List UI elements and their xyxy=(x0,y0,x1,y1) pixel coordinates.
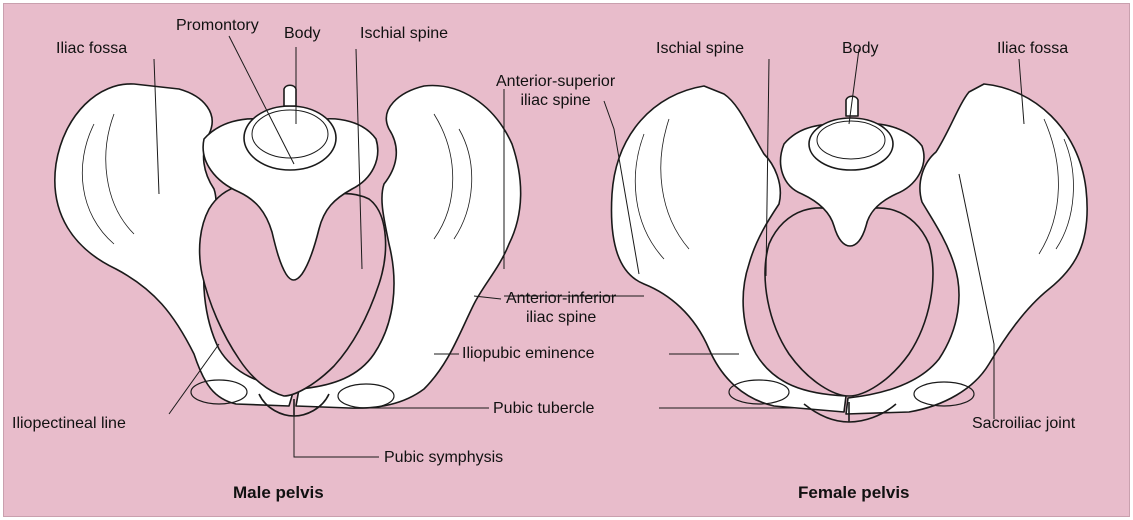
label-iliac-fossa-male: Iliac fossa xyxy=(56,39,127,58)
label-promontory: Promontory xyxy=(176,16,259,35)
caption-female-pelvis: Female pelvis xyxy=(798,483,910,502)
female-vertebral-body xyxy=(809,118,893,170)
male-vertebral-body xyxy=(244,106,336,170)
label-sacroiliac-joint: Sacroiliac joint xyxy=(972,414,1075,433)
label-iliac-fossa-female: Iliac fossa xyxy=(997,39,1068,58)
label-body-female: Body xyxy=(842,39,878,58)
figure-panel: Iliac fossa Promontory Body Ischial spin… xyxy=(3,3,1130,517)
male-pelvis-drawing xyxy=(55,84,521,416)
label-anterior-inferior-iliac-spine: Anterior-inferior iliac spine xyxy=(506,289,616,327)
label-iliopectineal-line: Iliopectineal line xyxy=(12,414,126,433)
label-ischial-spine-male: Ischial spine xyxy=(360,24,448,43)
caption-male-pelvis: Male pelvis xyxy=(233,483,324,502)
label-pubic-symphysis: Pubic symphysis xyxy=(384,448,503,467)
label-iliopubic-eminence: Iliopubic eminence xyxy=(462,344,595,363)
female-pelvis-drawing xyxy=(611,84,1087,422)
label-body-male: Body xyxy=(284,24,320,43)
label-pubic-tubercle: Pubic tubercle xyxy=(493,399,594,418)
label-ischial-spine-female: Ischial spine xyxy=(656,39,744,58)
label-anterior-superior-iliac-spine: Anterior-superior iliac spine xyxy=(496,72,615,110)
